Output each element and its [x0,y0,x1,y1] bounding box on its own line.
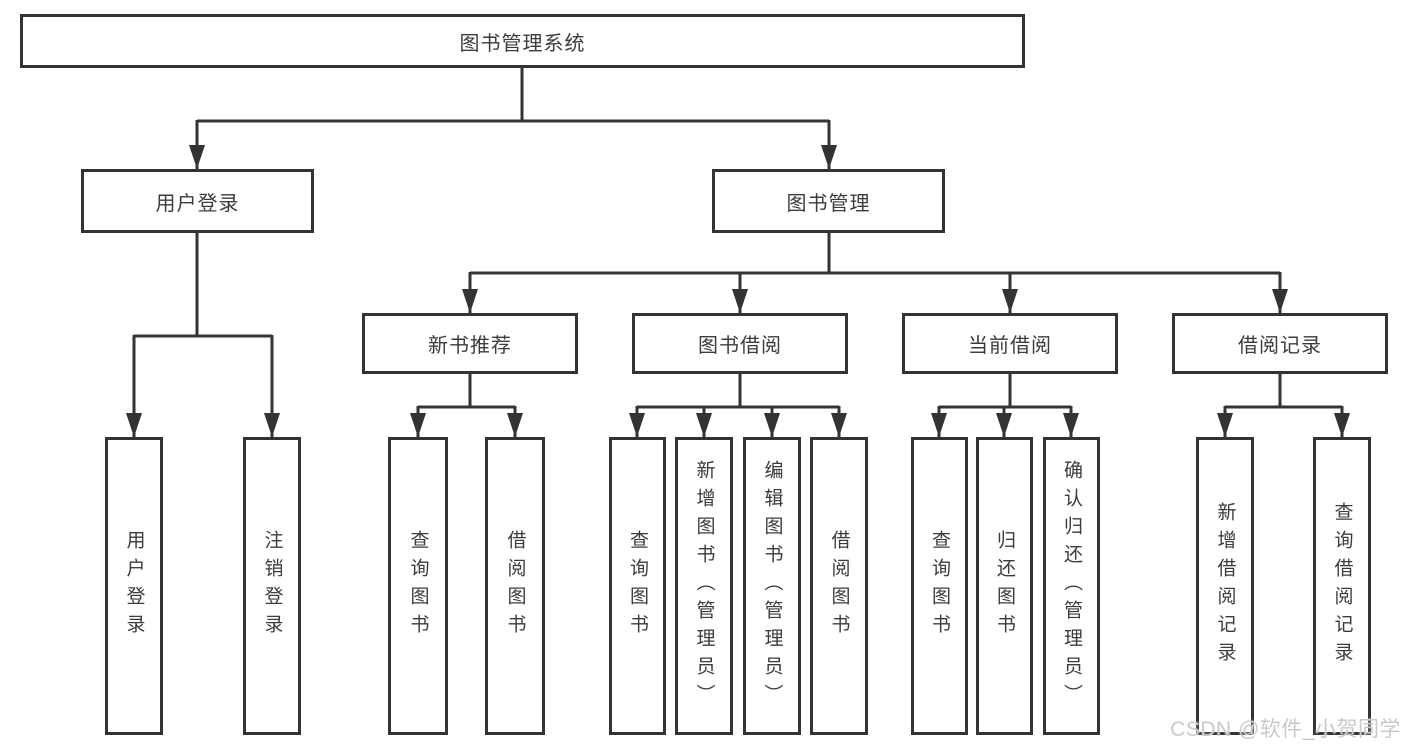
node-edit-book-admin: 编辑图书（管理员） [743,437,801,735]
node-borrow-books-1: 借阅图书 [485,437,545,735]
node-current-borrowing: 当前借阅 [902,313,1118,374]
node-label: 新增图书（管理员） [693,460,715,712]
node-borrow-books-2: 借阅图书 [810,437,868,735]
node-label: 图书借阅 [698,335,782,357]
node-label: 用户登录 [155,192,240,215]
node-label: 确认归还（管理员） [1061,460,1082,712]
node-return-books: 归还图书 [976,437,1033,735]
node-borrowing-records: 借阅记录 [1172,313,1388,374]
node-confirm-return-admin: 确认归还（管理员） [1043,437,1100,735]
node-new-book-recommendation: 新书推荐 [362,313,578,374]
node-book-management: 图书管理 [712,169,945,233]
node-user-login-leaf: 用户登录 [105,437,163,735]
csdn-watermark: CSDN @软件_小贺同学 [1170,718,1401,741]
node-label: 借阅图书 [504,530,526,642]
node-query-books-3: 查询图书 [911,437,968,735]
node-label: 新增借阅记录 [1214,502,1236,670]
node-add-borrow-record: 新增借阅记录 [1196,437,1254,735]
node-query-borrow-record: 查询借阅记录 [1313,437,1371,735]
node-label: 新书推荐 [428,335,512,357]
node-label: 借阅记录 [1238,335,1322,357]
node-label: 编辑图书（管理员） [761,460,783,712]
node-query-books-2: 查询图书 [609,437,666,735]
node-label: 注销登录 [261,530,283,642]
node-query-books-1: 查询图书 [388,437,448,735]
node-label: 图书管理 [786,192,871,215]
node-add-book-admin: 新增图书（管理员） [675,437,733,735]
node-label: 当前借阅 [968,335,1052,357]
node-book-borrowing: 图书借阅 [632,313,848,374]
node-label: 借阅图书 [828,530,850,642]
node-label: 查询图书 [407,530,429,642]
node-user-login: 用户登录 [81,169,314,233]
node-label: 图书管理系统 [459,32,586,55]
node-label: 用户登录 [123,530,145,642]
node-label: 查询借阅记录 [1331,502,1353,670]
node-label: 归还图书 [994,530,1015,642]
node-library-management-system: 图书管理系统 [20,14,1025,68]
node-label: 查询图书 [627,530,648,642]
node-label: 查询图书 [929,530,950,642]
node-logout-leaf: 注销登录 [243,437,301,735]
